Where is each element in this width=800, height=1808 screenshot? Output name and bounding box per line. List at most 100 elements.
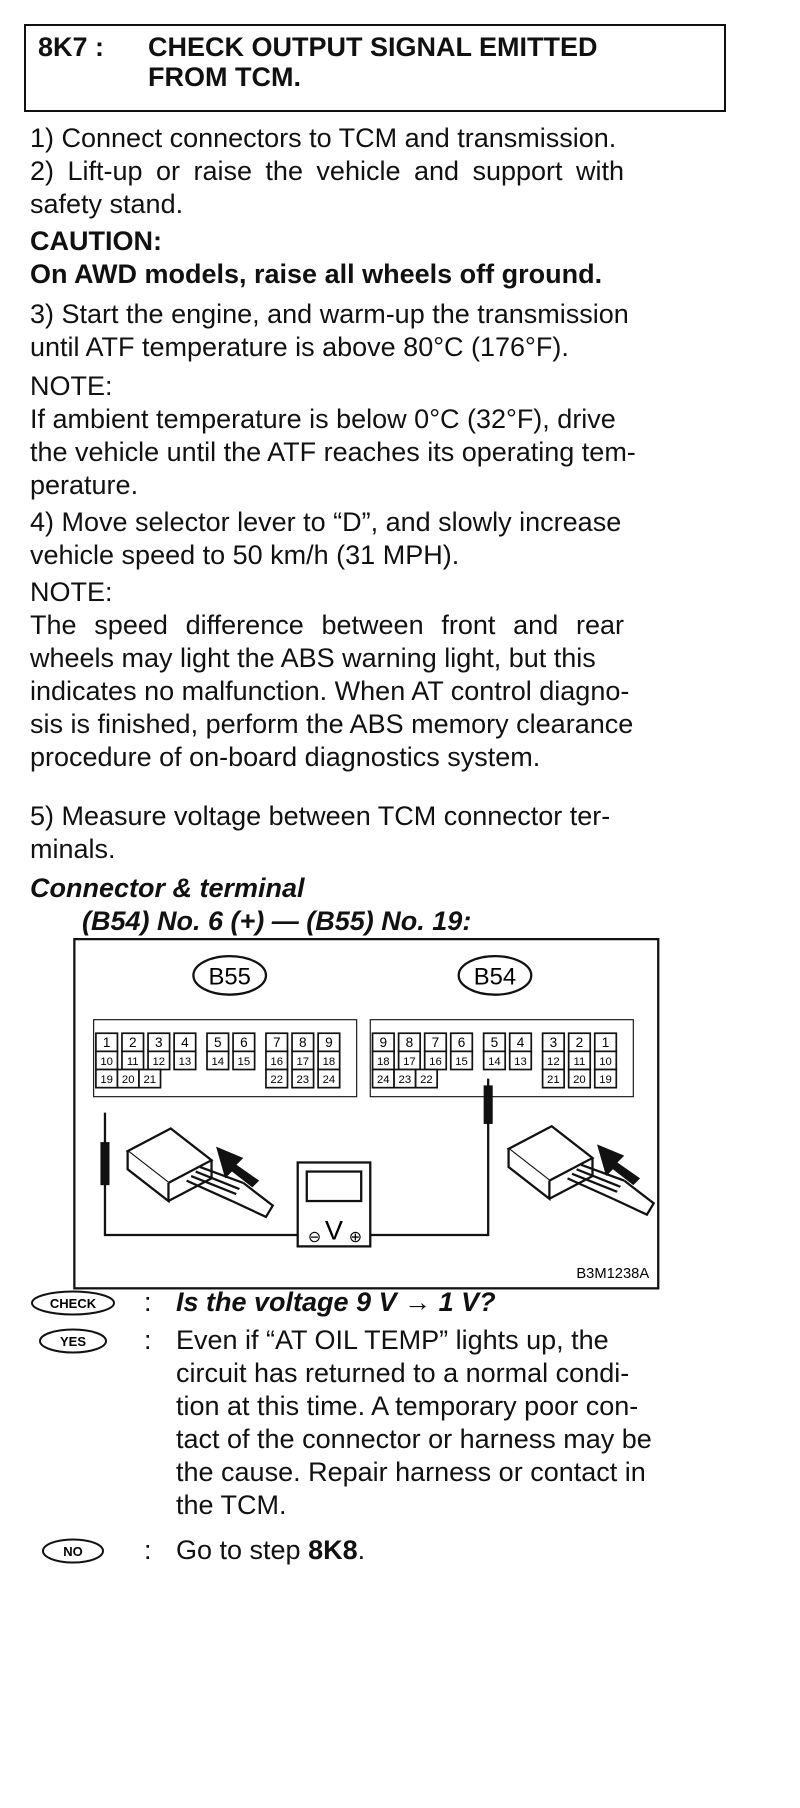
b55-terminal-14-label: 14 [211, 1056, 224, 1068]
step-header: 8K7 : CHECK OUTPUT SIGNAL EMITTED FROM T… [24, 24, 726, 112]
step-4: 4) Move selector lever to “D”, and slowl… [30, 506, 730, 572]
no-badge: NO [30, 1538, 116, 1566]
yes-badge-label: YES [60, 1334, 86, 1349]
b55-terminal-9-label: 9 [325, 1035, 333, 1050]
yes-line-1: Even if “AT OIL TEMP” lights up, the [176, 1325, 609, 1355]
b54-terminal-20-cell [567, 1068, 592, 1089]
yes-badge: YES [30, 1328, 116, 1356]
b55-terminal-21-cell [138, 1068, 162, 1089]
step-5: 5) Measure voltage between TCM connector… [30, 800, 730, 866]
b55-oval [192, 955, 268, 996]
step-2: 2) Lift-up or raise the vehicle and supp… [30, 155, 730, 221]
b54-terminal-13-label: 13 [514, 1056, 527, 1068]
negative-probe [100, 1142, 110, 1186]
b55-terminal-4-label: 4 [181, 1035, 189, 1050]
step-id: 8K7 : [38, 32, 105, 62]
figure-code: B3M1238A [576, 1266, 649, 1282]
b54-terminal-14-label: 14 [488, 1056, 501, 1068]
b54-terminal-3-label: 3 [550, 1035, 558, 1050]
b54-terminal-10-label: 10 [599, 1056, 612, 1068]
b55-terminal-1-label: 1 [103, 1035, 111, 1050]
b54-terminal-22-cell [414, 1068, 439, 1089]
b55-terminal-16-label: 16 [270, 1056, 283, 1068]
b55-terminal-17-label: 17 [297, 1056, 310, 1068]
b54-terminal-19-cell [593, 1068, 618, 1089]
b55-terminal-22-cell [265, 1068, 289, 1089]
note-2-line-3: indicates no malfunction. When AT contro… [30, 676, 630, 706]
b54-terminal-5-label: 5 [491, 1035, 499, 1050]
b55-terminal-20-label: 20 [122, 1074, 135, 1086]
yes-line-6: the TCM. [176, 1490, 287, 1520]
b54-terminal-21-label: 21 [547, 1074, 560, 1086]
connector-label: Connector & terminal [30, 873, 305, 903]
note-1-line-1: If ambient temperature is below 0°C (32°… [30, 404, 616, 434]
step-4-line-2: vehicle speed to 50 km/h (31 MPH). [30, 540, 460, 570]
note-2-line-2: wheels may light the ABS warning light, … [30, 643, 596, 673]
caution-label: CAUTION: [30, 226, 162, 256]
b55-terminal-8-label: 8 [299, 1035, 307, 1050]
yes-line-4: tact of the connector or harness may be [176, 1424, 652, 1454]
positive-lead [370, 1078, 490, 1237]
check-badge: CHECK [30, 1290, 116, 1318]
b54-terminal-8-label: 8 [406, 1035, 414, 1050]
b54-terminal-15-label: 15 [455, 1056, 468, 1068]
b54-terminal-22-label: 22 [420, 1074, 433, 1086]
b54-terminal-6-label: 6 [458, 1035, 466, 1050]
b54-terminal-21-cell [541, 1068, 565, 1089]
voltmeter-plus: ⊕ [349, 1227, 362, 1246]
voltmeter-symbol: V [325, 1215, 344, 1246]
step-1: 1) Connect connectors to TCM and transmi… [30, 123, 617, 153]
b54-terminal-18-label: 18 [377, 1056, 390, 1068]
b55-terminal-13-label: 13 [179, 1056, 192, 1068]
b55-terminal-12-label: 12 [153, 1056, 166, 1068]
b54-terminal-4-label: 4 [517, 1035, 525, 1050]
b54-terminal-19-label: 19 [599, 1074, 612, 1086]
step-2-line-2: safety stand. [30, 189, 184, 219]
check-badge-label: CHECK [50, 1296, 97, 1311]
step-title: CHECK OUTPUT SIGNAL EMITTED FROM TCM. [148, 32, 708, 92]
b55-terminal-6-label: 6 [240, 1035, 248, 1050]
b55-terminal-11-label: 11 [127, 1056, 139, 1068]
b54-terminal-20-label: 20 [573, 1074, 586, 1086]
b54-terminal-17-label: 17 [403, 1056, 416, 1068]
b55-terminal-15-cell [232, 1050, 256, 1071]
b55-terminal-22-label: 22 [270, 1074, 283, 1086]
step-4-line-1: 4) Move selector lever to “D”, and slowl… [30, 507, 622, 537]
b55-terminal-3-label: 3 [155, 1035, 163, 1050]
check-colon: : [144, 1287, 152, 1317]
right-harness-plug [506, 1124, 656, 1217]
b55-terminal-14-cell [206, 1050, 230, 1071]
b54-terminal-14-cell [482, 1050, 507, 1071]
b54-housing [369, 1019, 634, 1098]
b54-label: B54 [474, 963, 516, 990]
voltmeter-display [305, 1170, 363, 1203]
note-1-label: NOTE: [30, 371, 113, 401]
connector-value: (B54) No. 6 (+) — (B55) No. 19: [82, 906, 472, 936]
step-title-line-1: CHECK OUTPUT SIGNAL EMITTED [148, 32, 598, 62]
step-5-line-1: 5) Measure voltage between TCM connector… [30, 801, 611, 831]
note-2-line-1: The speed difference between front and r… [30, 610, 624, 640]
voltmeter-minus: ⊖ [308, 1227, 321, 1246]
step-5-line-2: minals. [30, 834, 116, 864]
no-prefix: Go to step [176, 1535, 309, 1565]
yes-line-3: tion at this time. A temporary poor con- [176, 1391, 639, 1421]
b54-terminal-12-label: 12 [547, 1056, 560, 1068]
no-colon: : [144, 1535, 152, 1565]
no-answer: Go to step 8K8. [176, 1534, 736, 1567]
note-1-line-2: the vehicle until the ATF reaches its op… [30, 437, 636, 467]
b55-terminal-21-label: 21 [143, 1074, 156, 1086]
b55-terminal-23-label: 23 [297, 1074, 310, 1086]
step-title-line-2: FROM TCM. [148, 62, 301, 92]
positive-probe [483, 1085, 493, 1124]
note-2: The speed difference between front and r… [30, 609, 730, 774]
b54-terminal-11-label: 11 [574, 1056, 586, 1068]
b54-terminal-13-cell [508, 1050, 533, 1071]
b55-terminal-23-cell [291, 1068, 315, 1089]
note-2-line-4: sis is finished, perform the ABS memory … [30, 709, 634, 739]
left-harness-plug [125, 1127, 275, 1219]
b54-terminal-16-label: 16 [429, 1056, 442, 1068]
b54-terminal-24-label: 24 [377, 1074, 390, 1086]
